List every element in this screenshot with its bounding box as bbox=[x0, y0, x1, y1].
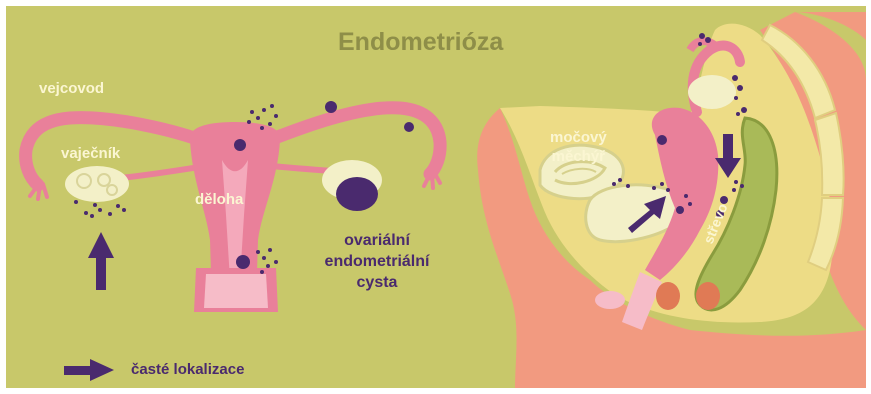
label-cyst-line2: endometriální bbox=[312, 251, 442, 272]
label-uterus: děloha bbox=[195, 191, 243, 208]
label-ovarian-cyst: ovariální endometriální cysta bbox=[312, 230, 442, 293]
ovary-left bbox=[65, 166, 129, 202]
pubic-bone bbox=[595, 291, 625, 309]
sphincter-right bbox=[696, 282, 720, 310]
ovary-sagittal bbox=[688, 75, 736, 109]
arrow-up-icon bbox=[88, 232, 114, 290]
diagram-title: Endometrióza bbox=[338, 28, 503, 57]
sphincter-left bbox=[656, 282, 680, 310]
ovarian-cyst bbox=[336, 177, 378, 211]
legend-label: časté lokalizace bbox=[131, 361, 244, 378]
arrow-right-icon bbox=[64, 359, 114, 381]
label-bladder-line2: měchýř bbox=[550, 147, 607, 166]
label-fallopian-tube: vejcovod bbox=[39, 80, 104, 97]
label-cyst-line3: cysta bbox=[312, 272, 442, 293]
label-cyst-line1: ovariální bbox=[312, 230, 442, 251]
label-bladder: močový měchýř bbox=[550, 128, 607, 166]
label-ovary: vaječník bbox=[61, 145, 120, 162]
label-bladder-line1: močový bbox=[550, 128, 607, 147]
pelvis-section-illustration bbox=[477, 12, 866, 388]
